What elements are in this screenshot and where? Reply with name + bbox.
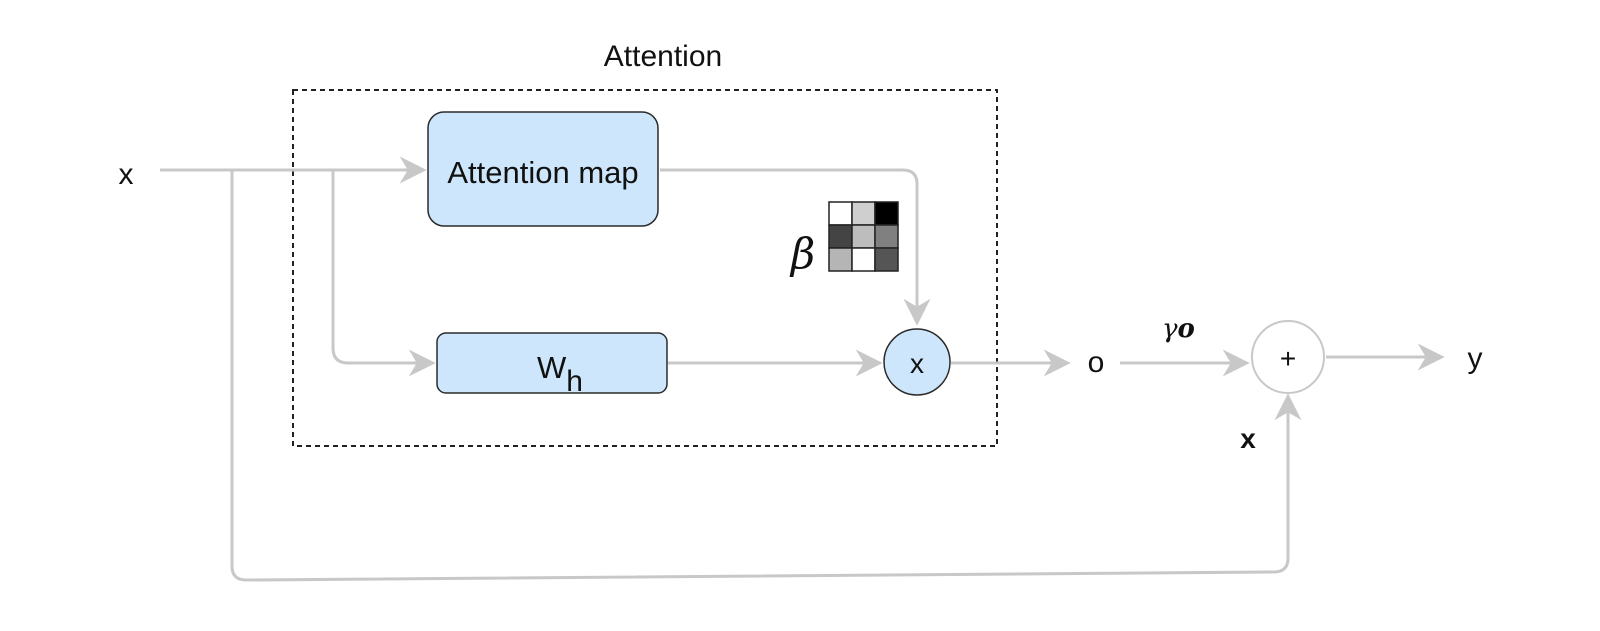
gamma-o-symbol: o	[1178, 314, 1195, 344]
attention-block-border	[292, 89, 998, 447]
beta-cell-2-0	[828, 247, 853, 272]
input-x-label: x	[119, 158, 134, 191]
plus-node	[1251, 320, 1325, 394]
attention-map-to-multiply-arrow	[660, 168, 931, 326]
wh-main: W	[537, 350, 567, 385]
beta-cell-0-1	[851, 201, 876, 226]
beta-cell-0-2	[874, 201, 899, 226]
skip-connection-arrow	[230, 170, 1302, 582]
wh-label: Wh	[537, 350, 583, 398]
beta-cell-1-2	[874, 224, 899, 249]
beta-cell-0-0	[828, 201, 853, 226]
o-label: o	[1088, 346, 1105, 379]
beta-cell-1-1	[851, 224, 876, 249]
multiply-label: x	[910, 348, 924, 379]
beta-cell-2-2	[874, 247, 899, 272]
attention-title: Attention	[604, 40, 722, 73]
beta-matrix	[828, 201, 899, 272]
input-to-wh-arrow	[331, 170, 436, 377]
beta-cell-1-0	[828, 224, 853, 249]
skip-x-label: x	[1240, 423, 1256, 454]
plus-label: +	[1280, 343, 1296, 374]
gamma-symbol: γ	[1162, 314, 1178, 344]
gamma-o-label: γo	[1162, 314, 1195, 344]
beta-label: β	[789, 229, 815, 278]
wh-box	[436, 332, 668, 394]
beta-cell-2-1	[851, 247, 876, 272]
attention-map-label: Attention map	[447, 155, 638, 190]
multiply-node	[883, 328, 951, 396]
attention-map-box	[427, 111, 659, 227]
wh-subscript: h	[566, 365, 583, 398]
output-y-label: y	[1468, 342, 1483, 375]
